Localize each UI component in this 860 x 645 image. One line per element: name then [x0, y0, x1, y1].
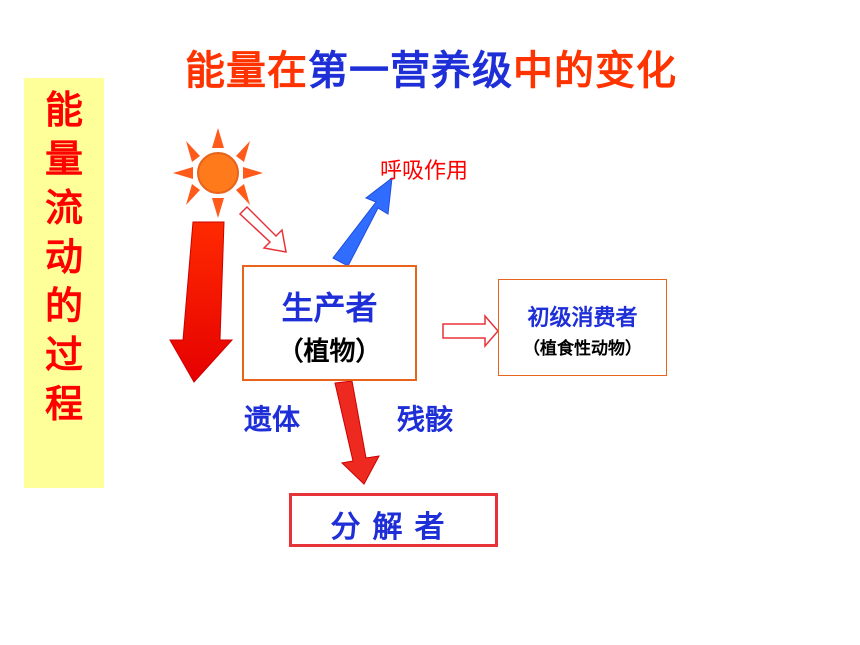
sun-icon [173, 128, 263, 218]
residue-label: 残骸 [397, 403, 454, 436]
decomposer-label: 分解者 [330, 510, 457, 545]
side-label-char: 过 [44, 333, 83, 377]
side-label-char: 的 [44, 284, 83, 328]
producer-title: 生产者 [281, 289, 378, 327]
consumer-title: 初级消费者 [527, 306, 638, 331]
side-label-char: 程 [44, 382, 83, 426]
producer-subtitle: （植物） [277, 337, 382, 367]
producer-box: 生产者 （植物） [242, 265, 417, 381]
side-label-char: 动 [44, 235, 83, 279]
remains-label: 遗体 [244, 403, 301, 436]
unfixed-energy-arrow [169, 221, 234, 383]
side-label-char: 能 [44, 88, 83, 132]
title-part-3: 中的变化 [513, 48, 677, 94]
respiration-label: 呼吸作用 [380, 159, 469, 184]
title-part-1: 能量在 [185, 48, 308, 94]
sunlight-arrow [238, 205, 287, 253]
page-title: 能量在第一营养级中的变化 [185, 38, 677, 96]
title-part-2: 第一营养级 [308, 48, 513, 94]
respiration-arrow [332, 176, 393, 267]
consumer-subtitle: （植食性动物） [523, 339, 642, 359]
side-label-background [24, 78, 104, 488]
side-label: 能 量 流 动 的 过 程 [24, 86, 104, 429]
consumer-arrow [442, 313, 499, 349]
side-label-char: 量 [44, 137, 83, 181]
decomposer-arrow [334, 380, 380, 485]
consumer-box: 初级消费者 （植食性动物） [498, 279, 667, 376]
side-label-char: 流 [44, 186, 83, 230]
decomposer-box: 分解者 [289, 493, 498, 547]
